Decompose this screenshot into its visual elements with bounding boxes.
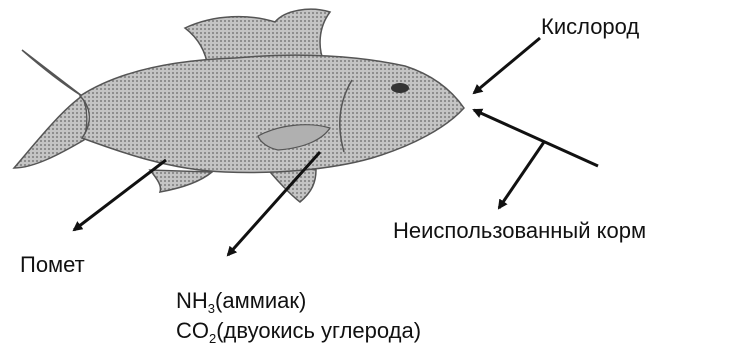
arrow-oxygen <box>474 38 540 93</box>
co2-formula: CO <box>176 318 209 343</box>
fish-illustration <box>14 9 464 202</box>
tail-fin <box>14 50 87 168</box>
ammonia-subscript: 3 <box>208 301 215 316</box>
fish-eye <box>391 83 409 93</box>
arrow-unused-feed-branch <box>499 142 544 208</box>
unused-feed-label: Неиспользованный корм <box>393 218 646 244</box>
anal-fin <box>150 170 212 192</box>
ammonia-name: (аммиак) <box>215 288 306 313</box>
arrow-unused-feed-main <box>474 110 598 166</box>
ammonia-label: NH3(аммиак) <box>176 288 306 317</box>
waste-label: Помет <box>20 252 85 278</box>
ammonia-formula: NH <box>176 288 208 313</box>
arrow-waste <box>74 160 166 230</box>
fish-body <box>80 55 464 172</box>
oxygen-label: Кислород <box>541 14 639 40</box>
co2-name: (двуокись углерода) <box>216 318 421 343</box>
co2-label: CO2(двуокись углерода) <box>176 318 421 347</box>
co2-subscript: 2 <box>209 331 216 346</box>
